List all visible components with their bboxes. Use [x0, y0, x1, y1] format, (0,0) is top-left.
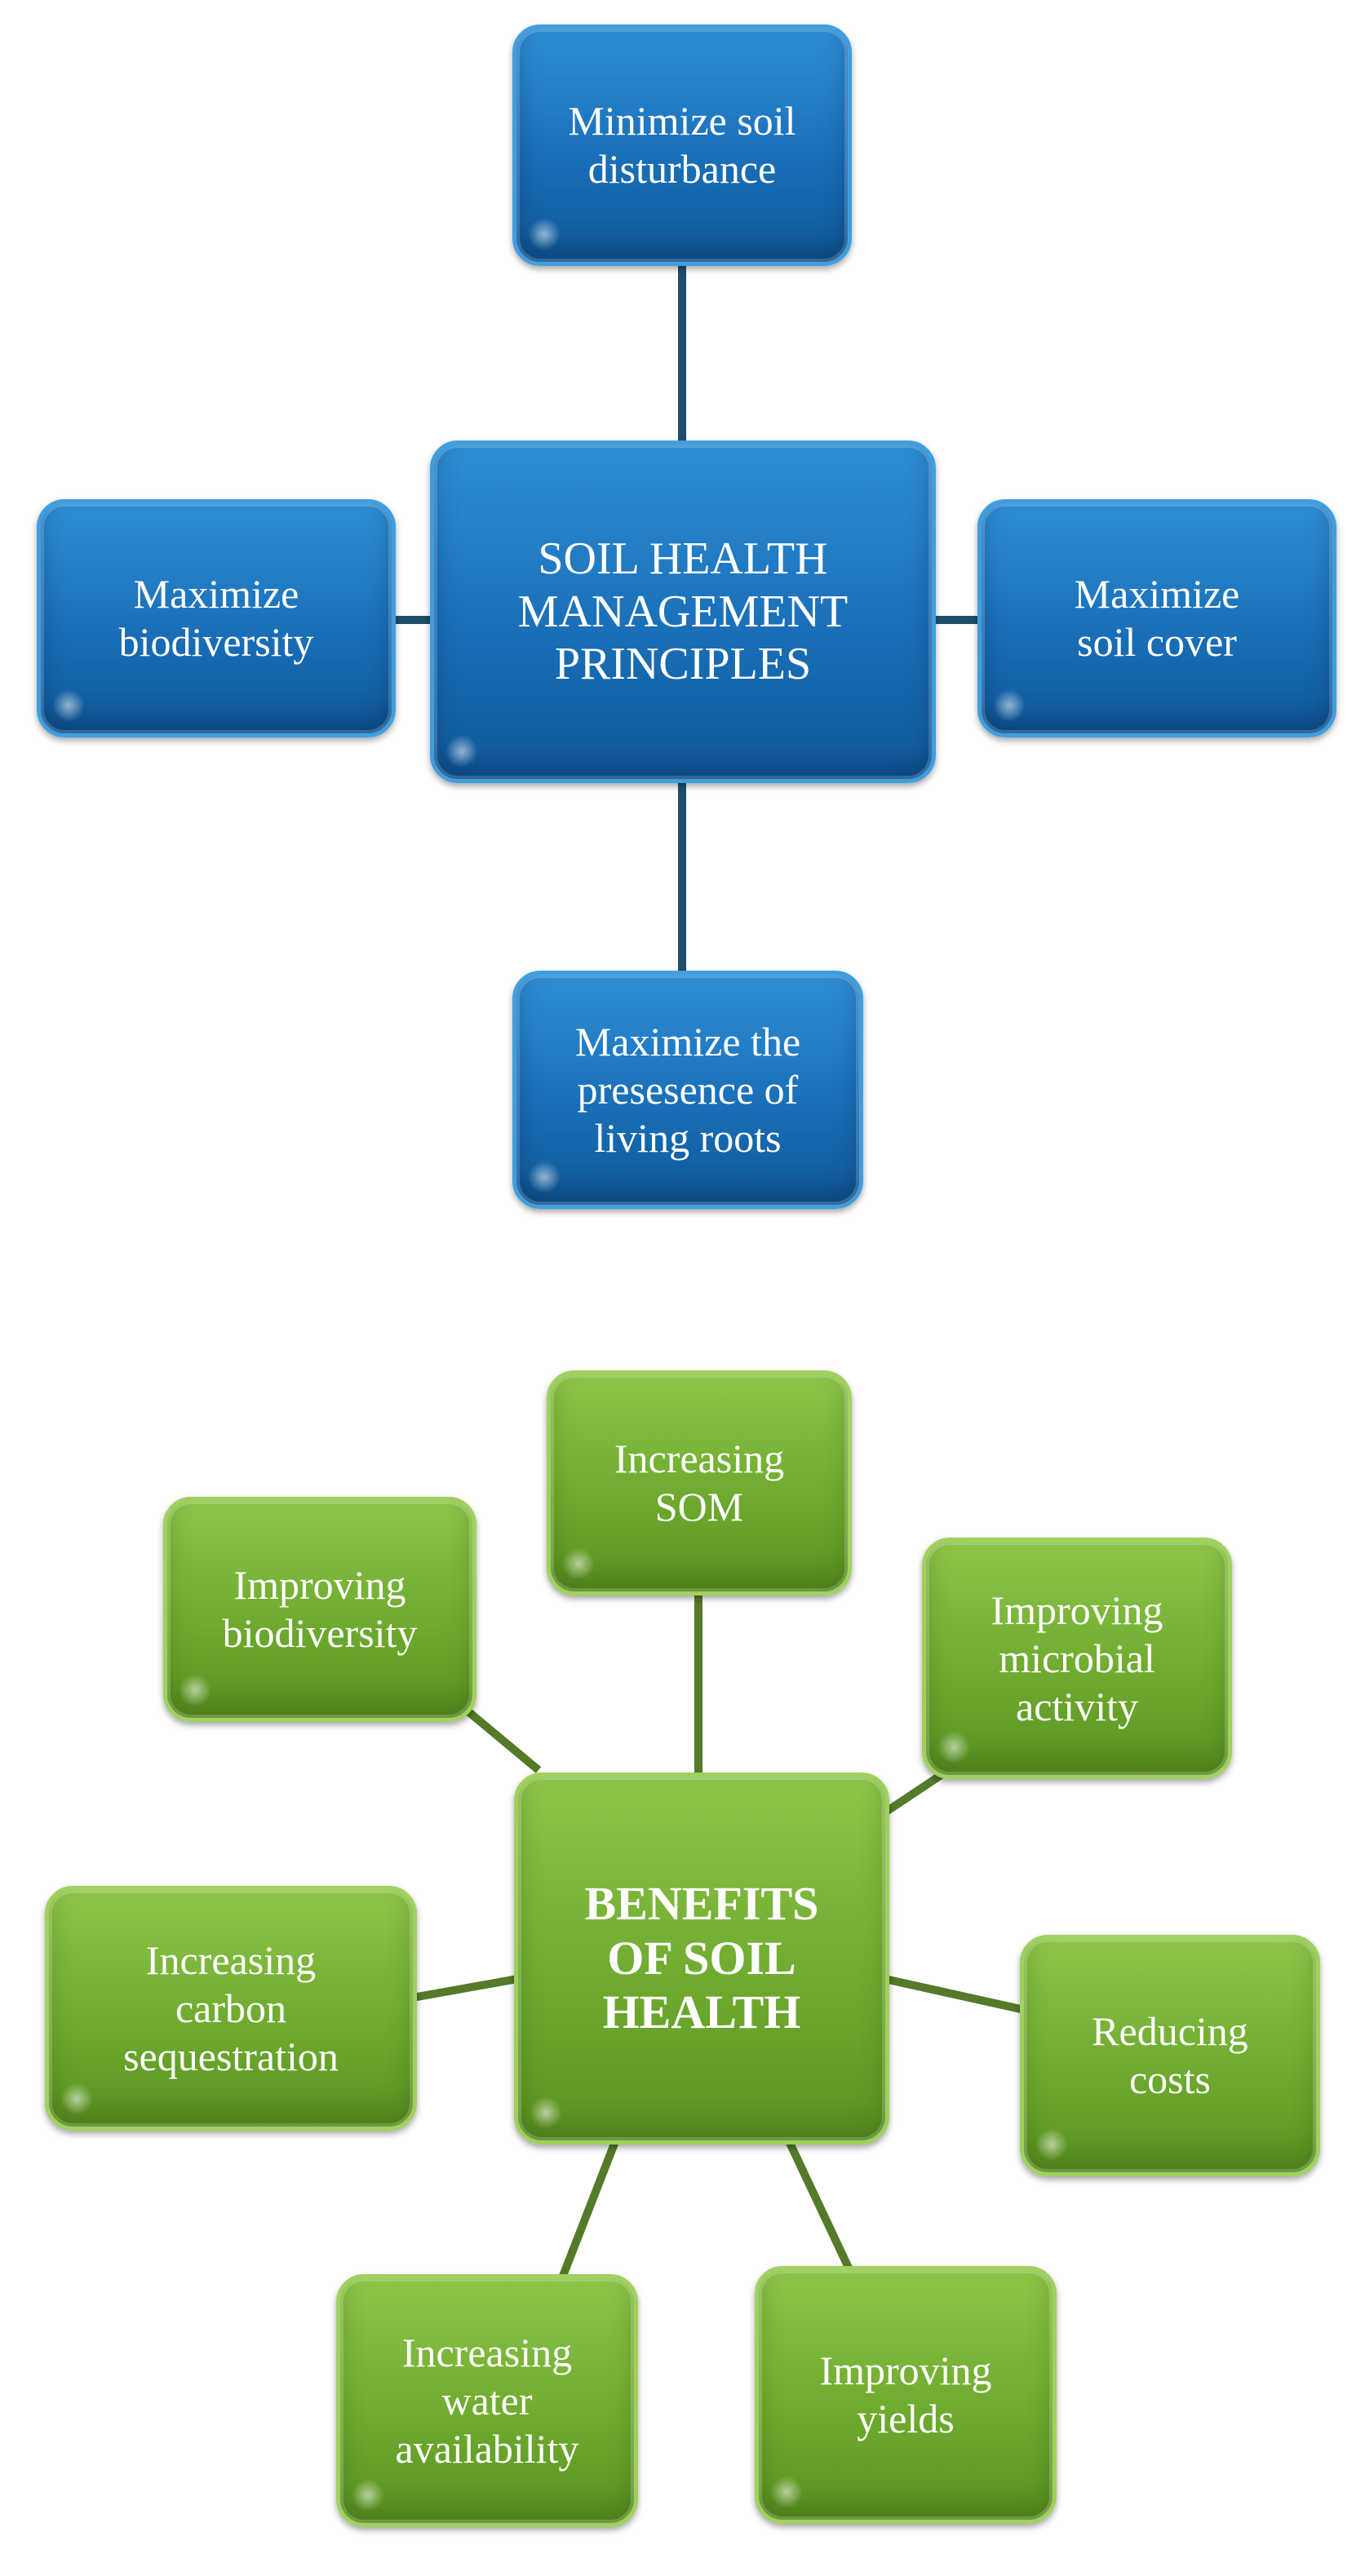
benefits-diagram: Increasing SOM Improving microbial activ… — [0, 1273, 1365, 2576]
node-improving-yields: Improving yields — [755, 2266, 1057, 2524]
node-increasing-water-availability: Increasing water availability — [336, 2274, 638, 2527]
benefits-connectors — [407, 1566, 1030, 2277]
node-improving-biodiversity: Improving biodiversity — [163, 1497, 476, 1722]
node-maximize-soil-cover: Maximize soil cover — [977, 499, 1336, 737]
connector-carbon — [407, 1974, 523, 2003]
node-improving-microbial-activity: Improving microbial activity — [922, 1538, 1232, 1779]
connector-yields — [779, 2127, 853, 2270]
node-maximize-living-roots: Maximize the presesence of living roots — [512, 971, 863, 1209]
node-minimize-soil-disturbance: Minimize soil disturbance — [512, 24, 852, 266]
principles-diagram: Minimize soil disturbance SOIL HEALTH MA… — [0, 0, 1365, 1224]
connector-biodiversity — [462, 1706, 542, 1773]
connector-water — [559, 2127, 624, 2277]
node-increasing-carbon-sequestration: Increasing carbon sequestration — [45, 1886, 417, 2131]
node-principles-center: SOIL HEALTH MANAGEMENT PRINCIPLES — [430, 440, 936, 783]
node-maximize-biodiversity: Maximize biodiversity — [37, 499, 396, 737]
connector-costs — [880, 1974, 1030, 2015]
node-reducing-costs: Reducing costs — [1020, 1935, 1320, 2176]
node-benefits-center: BENEFITS OF SOIL HEALTH — [514, 1773, 889, 2144]
node-increasing-som: Increasing SOM — [547, 1370, 852, 1596]
